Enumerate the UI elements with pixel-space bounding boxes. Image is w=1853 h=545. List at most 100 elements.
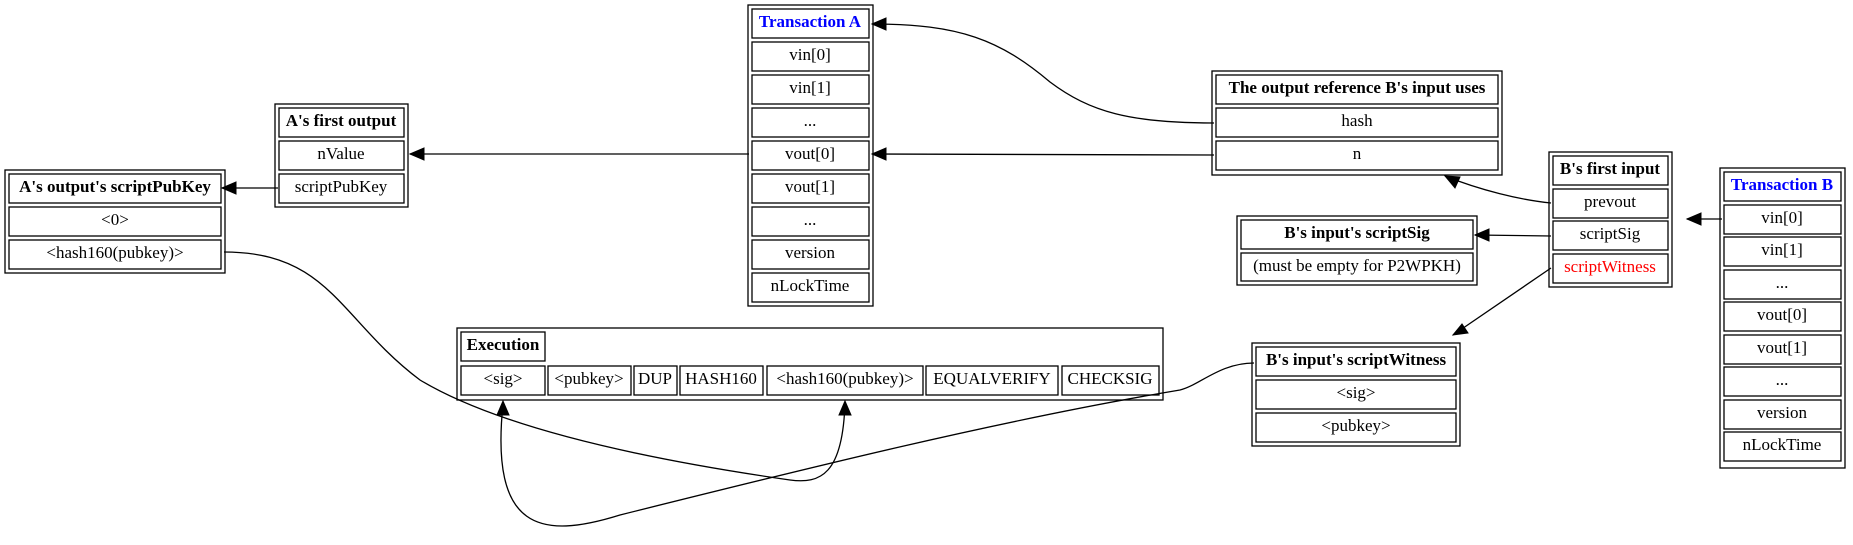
node-output-reference[interactable]: The output reference B's input uses hash… (1211, 70, 1503, 176)
b-scriptwitness-title: B's input's scriptWitness (1266, 350, 1447, 369)
tx-b-row: vout[1] (1757, 338, 1807, 357)
a-scriptpubkey-row-cell (8, 206, 222, 237)
b-first-input-row-cell (1552, 253, 1669, 284)
b-first-input-row: scriptSig (1580, 224, 1641, 243)
node-a-scriptpubkey[interactable]: A's output's scriptPubKey <0> <hash160(p… (4, 169, 226, 274)
a-scriptpubkey-row: <0> (101, 210, 129, 229)
tx-a-row-cell (751, 206, 870, 237)
node-a-first-output[interactable]: A's first output nValue scriptPubKey (274, 103, 409, 208)
arrowhead-tx-a-vout0 (870, 147, 887, 161)
node-execution[interactable]: Execution <sig> <pubkey> DUP HASH160 <ha… (456, 327, 1164, 401)
edge-witness-to-execution (500, 362, 1255, 527)
b-first-input-row-cell (1552, 188, 1669, 219)
b-scriptsig-row-cell (1240, 252, 1474, 282)
tx-a-row-cell (751, 107, 870, 138)
tx-b-row: ... (1776, 273, 1789, 292)
b-scriptwitness-row-cell (1255, 379, 1457, 410)
a-first-output-title: A's first output (286, 111, 397, 130)
arrowhead-a-scriptpubkey (220, 181, 237, 195)
b-scriptwitness-row: <pubkey> (1321, 416, 1390, 435)
tx-b-row-cell (1723, 431, 1842, 462)
b-scriptsig-title-cell (1240, 219, 1474, 250)
edge-b-scriptwitness-to-witness-box (1452, 267, 1552, 336)
arrowhead-scriptsig-box (1473, 228, 1490, 242)
arrowhead-b-first-input (1685, 212, 1702, 226)
arrowhead-witness-box (1451, 323, 1469, 336)
a-first-output-row-cell (278, 173, 405, 204)
output-ref-row: n (1353, 144, 1362, 163)
b-first-input-row-cell (1552, 220, 1669, 251)
output-ref-row: hash (1341, 111, 1373, 130)
a-first-output-row: nValue (317, 144, 364, 163)
a-scriptpubkey-row-cell (8, 239, 222, 270)
node-b-scriptsig[interactable]: B's input's scriptSig (must be empty for… (1236, 215, 1478, 286)
tx-b-row-cell (1723, 236, 1842, 267)
b-scriptsig-row: (must be empty for P2WPKH) (1253, 256, 1461, 275)
b-first-input-title-cell (1552, 155, 1669, 186)
tx-b-title: Transaction B (1731, 175, 1833, 194)
node-b-first-input[interactable]: B's first input prevout scriptSig script… (1548, 151, 1673, 288)
execution-cell (547, 365, 632, 396)
arrowhead-tx-a (870, 17, 887, 31)
tx-b-row-cell (1723, 204, 1842, 235)
tx-a-row-cell (751, 41, 870, 72)
arrowhead-execution-sig (496, 399, 510, 416)
node-transaction-a[interactable]: Transaction A vin[0] vin[1] ... vout[0] … (747, 4, 874, 307)
tx-a-title-cell (751, 8, 870, 39)
output-ref-title: The output reference B's input uses (1229, 78, 1486, 97)
node-b-scriptwitness[interactable]: B's input's scriptWitness <sig> <pubkey> (1251, 342, 1461, 447)
b-first-input-row: prevout (1584, 192, 1636, 211)
edge-output-ref-hash-to-tx-a (871, 23, 1215, 124)
execution-cell (766, 365, 924, 396)
execution-cell-label: <sig> (483, 369, 522, 388)
output-ref-title-cell (1215, 74, 1499, 105)
tx-b-row-cell (1723, 269, 1842, 300)
tx-a-row-cell (751, 173, 870, 204)
tx-a-row: vin[0] (789, 45, 831, 64)
tx-a-row-cell (751, 140, 870, 171)
execution-cell-label: CHECKSIG (1067, 369, 1152, 388)
execution-cell (679, 365, 764, 396)
tx-b-row-cell (1723, 301, 1842, 332)
arrowhead-a-first-output (408, 147, 425, 161)
execution-cell (925, 365, 1059, 396)
execution-cell-label: <pubkey> (554, 369, 623, 388)
tx-a-row: vout[0] (785, 144, 835, 163)
arrowhead-execution-hash160 (838, 399, 852, 416)
tx-b-row: ... (1776, 370, 1789, 389)
execution-cell-label: EQUALVERIFY (933, 369, 1050, 388)
edges (220, 17, 1722, 527)
nodes: Transaction A vin[0] vin[1] ... vout[0] … (4, 4, 1846, 469)
tx-a-row: version (785, 243, 836, 262)
tx-b-row: nLockTime (1743, 435, 1822, 454)
tx-b-row: version (1757, 403, 1808, 422)
b-first-input-row-witness: scriptWitness (1564, 257, 1656, 276)
execution-cell-label: <hash160(pubkey)> (776, 369, 913, 388)
execution-cell-label: HASH160 (685, 369, 757, 388)
tx-a-row: ... (804, 111, 817, 130)
node-transaction-b[interactable]: Transaction B vin[0] vin[1] ... vout[0] … (1719, 167, 1846, 469)
a-scriptpubkey-title: A's output's scriptPubKey (19, 177, 211, 196)
tx-a-row: vin[1] (789, 78, 831, 97)
tx-a-row-cell (751, 272, 870, 303)
a-scriptpubkey-title-cell (8, 173, 222, 204)
a-first-output-title-cell (278, 107, 405, 138)
tx-b-row: vin[0] (1761, 208, 1803, 227)
tx-a-row: nLockTime (771, 276, 850, 295)
tx-a-row-cell (751, 74, 870, 105)
tx-b-row: vin[1] (1761, 240, 1803, 259)
b-scriptsig-title: B's input's scriptSig (1284, 223, 1430, 242)
a-scriptpubkey-row: <hash160(pubkey)> (46, 243, 183, 262)
execution-title-cell (460, 331, 546, 362)
execution-cell (633, 365, 678, 396)
arrowhead-output-ref (1443, 175, 1461, 189)
execution-cell (1061, 365, 1160, 396)
output-ref-row-cell (1215, 140, 1499, 171)
tx-b-row-cell (1723, 399, 1842, 430)
tx-b-row-cell (1723, 366, 1842, 397)
tx-b-row-cell (1723, 334, 1842, 365)
tx-a-row-cell (751, 239, 870, 270)
a-first-output-row-cell (278, 140, 405, 171)
b-scriptwitness-title-cell (1255, 346, 1457, 377)
tx-b-row: vout[0] (1757, 305, 1807, 324)
